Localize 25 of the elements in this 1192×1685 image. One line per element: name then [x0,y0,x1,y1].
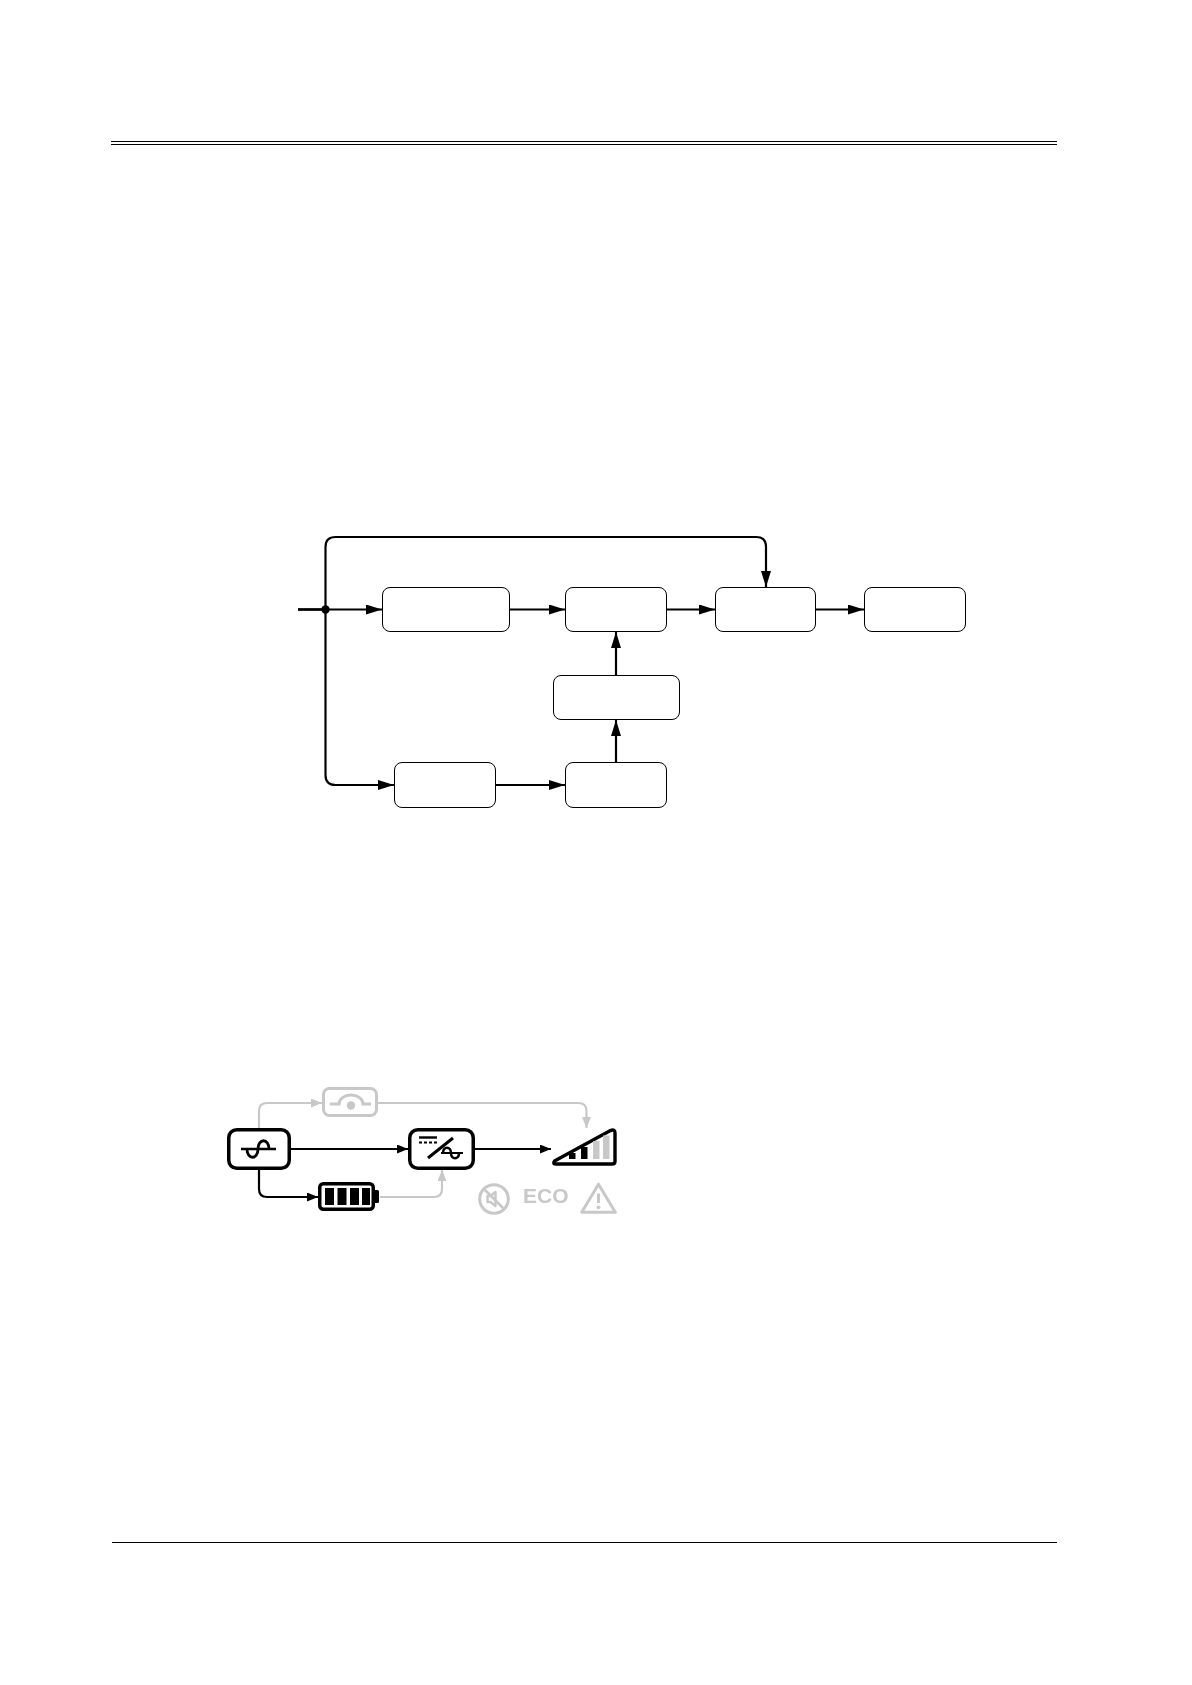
arrow [380,1170,447,1199]
arrow [475,1144,551,1154]
arrow [378,1101,591,1128]
arrow [496,780,565,790]
process-box [382,587,510,632]
battery-icon [318,1182,380,1211]
switch-symbol-icon [322,1087,378,1117]
dc-ac-converter-icon [408,1128,475,1170]
arrow [611,632,621,675]
arrow [257,1170,318,1202]
sine-wave-icon [227,1128,291,1170]
arrow [667,604,715,615]
load-level-icon [551,1128,617,1166]
arrow [298,608,394,790]
process-box [565,587,667,632]
arrow [291,1144,408,1154]
process-box [565,762,667,808]
process-box [553,675,680,720]
arrow [257,1098,322,1128]
process-box [715,587,816,632]
arrow [510,604,565,615]
arrow [816,604,864,615]
arrow [611,720,621,762]
process-box [394,762,496,808]
process-box [864,587,966,632]
